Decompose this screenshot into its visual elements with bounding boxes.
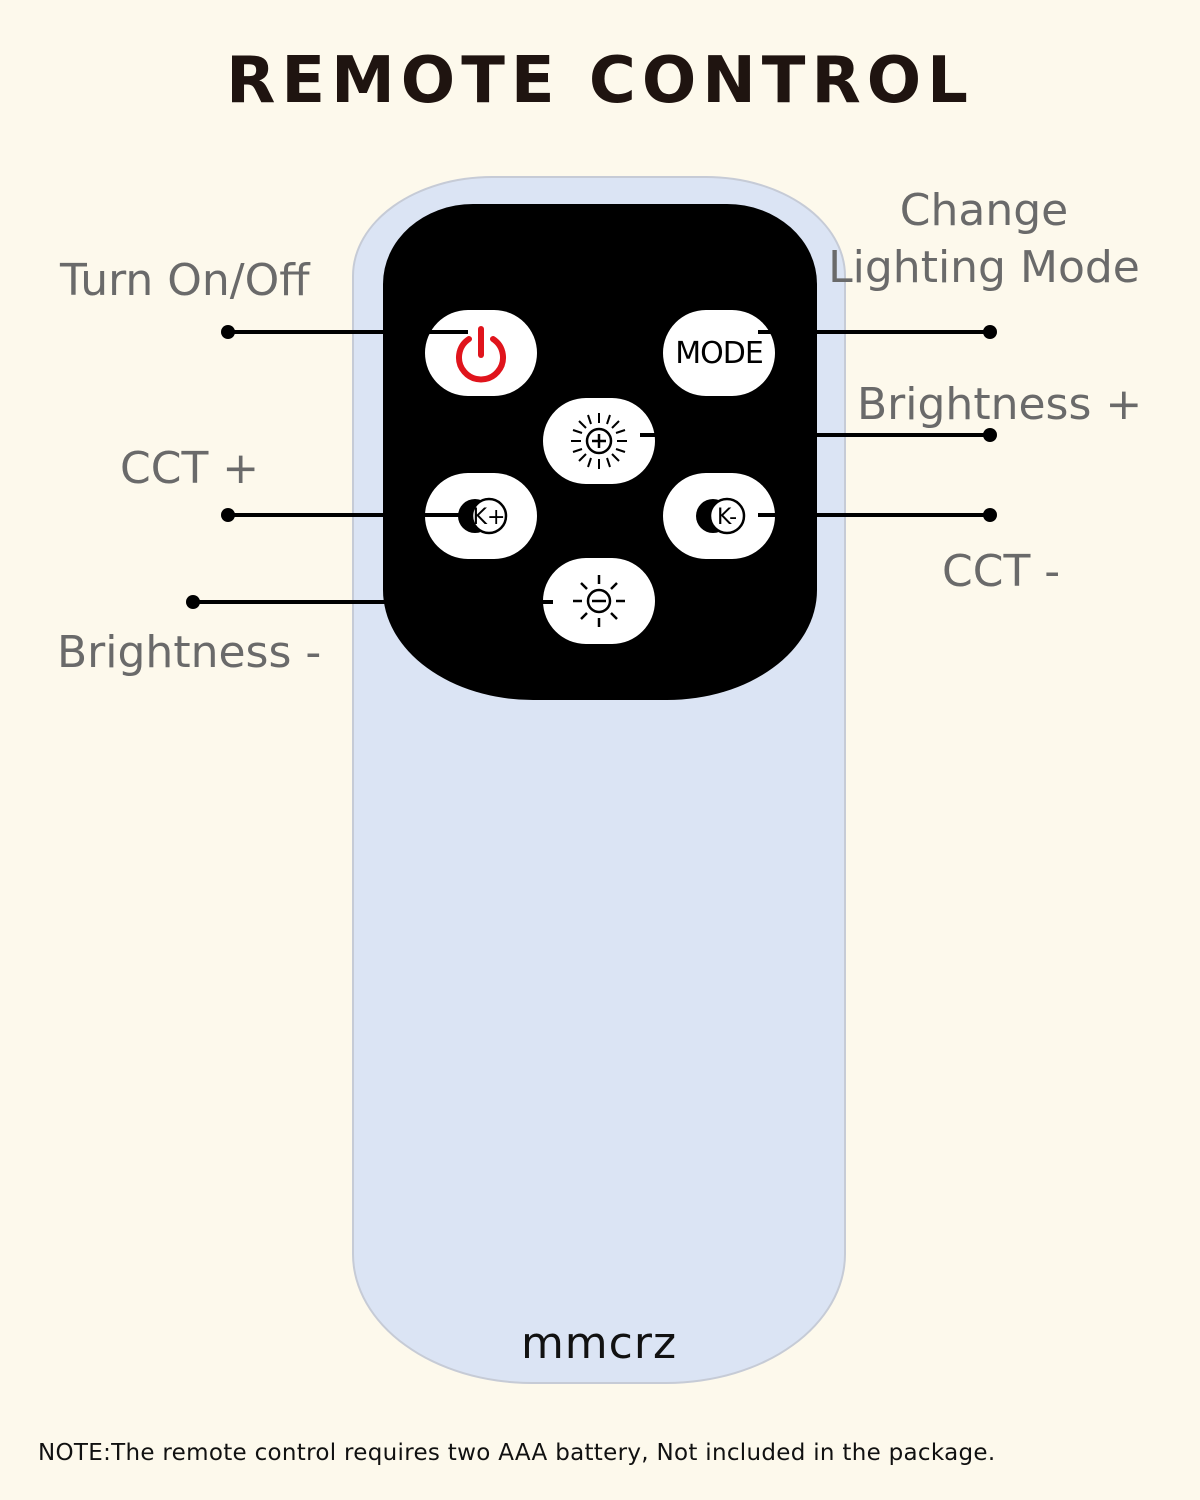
leader-line-cct-minus	[758, 513, 990, 517]
label-brightness-minus: Brightness -	[57, 627, 322, 678]
leader-line-power	[228, 330, 468, 334]
label-cct-plus: CCT +	[120, 443, 260, 494]
leader-dot-cct-plus	[221, 508, 235, 522]
battery-note: NOTE:The remote control requires two AAA…	[38, 1440, 996, 1466]
leader-dot-mode	[983, 325, 997, 339]
mode-button-label: MODE	[675, 335, 764, 371]
label-turn-on-off: Turn On/Off	[60, 255, 310, 306]
label-brightness-plus: Brightness +	[857, 379, 1143, 430]
label-cct-minus: CCT -	[942, 546, 1061, 597]
leader-line-mode	[758, 330, 990, 334]
leader-dot-power	[221, 325, 235, 339]
cct-minus-icon: K-	[696, 497, 746, 535]
cct-plus-icon: K+	[458, 497, 508, 535]
label-change-mode-line2: Lighting Mode	[828, 242, 1140, 294]
leader-line-brightness-plus	[640, 433, 990, 437]
power-button[interactable]	[425, 310, 537, 396]
cct-plus-text: K+	[473, 505, 506, 530]
cct-minus-button[interactable]: K-	[663, 473, 775, 559]
brightness-minus-button[interactable]	[543, 558, 655, 644]
leader-dot-brightness-minus	[186, 595, 200, 609]
leader-line-cct-plus	[228, 513, 464, 517]
page-title: REMOTE CONTROL	[226, 44, 974, 118]
leader-line-brightness-minus	[193, 600, 553, 604]
cct-plus-button[interactable]: K+	[425, 473, 537, 559]
brightness-plus-button[interactable]	[543, 398, 655, 484]
leader-dot-cct-minus	[983, 508, 997, 522]
label-change-lighting-mode: Change Lighting Mode	[826, 182, 1142, 296]
label-change-mode-line1: Change	[899, 185, 1069, 236]
cct-minus-text: K-	[717, 505, 737, 530]
sun-minus-icon	[573, 575, 625, 627]
mode-button[interactable]: MODE	[663, 310, 775, 396]
power-icon	[456, 326, 506, 383]
sun-plus-icon	[571, 413, 627, 469]
leader-dot-brightness-plus	[983, 428, 997, 442]
brand-logo-text: mmcrz	[520, 1318, 678, 1369]
